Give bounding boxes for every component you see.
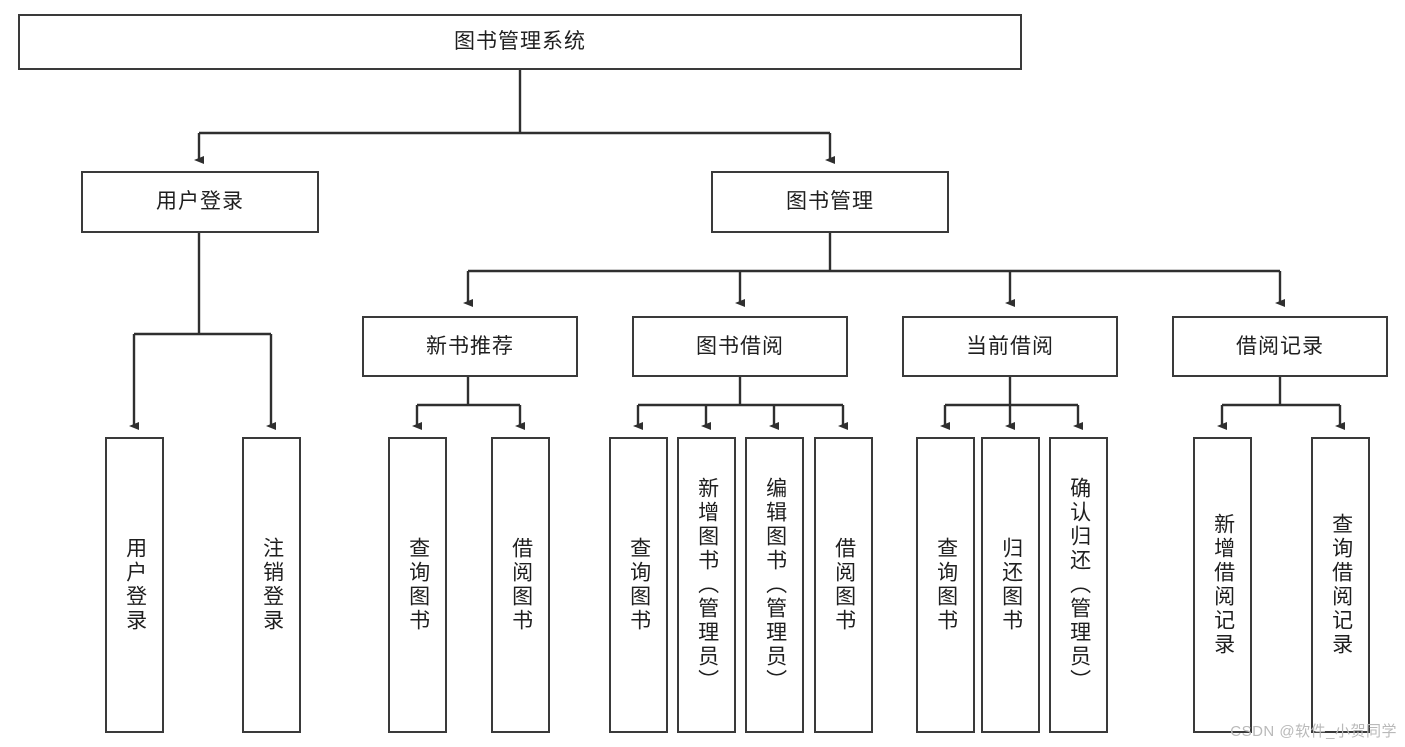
leaf-query-borrow-record-label: 查询借阅记录: [1329, 513, 1353, 657]
leaf-logout-label: 注销登录: [260, 537, 284, 633]
node-new-book-recommend[interactable]: 新书推荐: [362, 316, 578, 377]
node-current-borrow-label: 当前借阅: [966, 334, 1054, 358]
leaf-logout[interactable]: 注销登录: [242, 437, 301, 733]
node-root-label: 图书管理系统: [454, 30, 586, 54]
node-book-management-label: 图书管理: [786, 190, 874, 214]
leaf-add-borrow-record-label: 新增借阅记录: [1211, 513, 1235, 657]
leaf-query-borrow-record[interactable]: 查询借阅记录: [1311, 437, 1370, 733]
node-user-login[interactable]: 用户登录: [81, 171, 319, 233]
node-root[interactable]: 图书管理系统: [18, 14, 1022, 70]
leaf-query-book-recommend-label: 查询图书: [406, 537, 430, 633]
leaf-user-login-label: 用户登录: [123, 537, 147, 633]
node-book-borrow-label: 图书借阅: [696, 334, 784, 358]
leaf-add-book-admin[interactable]: 新增图书（管理员）: [677, 437, 736, 733]
leaf-edit-book-admin[interactable]: 编辑图书（管理员）: [745, 437, 804, 733]
leaf-query-book-recommend[interactable]: 查询图书: [388, 437, 447, 733]
leaf-query-book-borrow-label: 查询图书: [627, 537, 651, 633]
node-current-borrow[interactable]: 当前借阅: [902, 316, 1118, 377]
leaf-query-book-current[interactable]: 查询图书: [916, 437, 975, 733]
leaf-borrow-book[interactable]: 借阅图书: [814, 437, 873, 733]
node-borrow-record-label: 借阅记录: [1236, 334, 1324, 358]
leaf-return-book-label: 归还图书: [999, 537, 1023, 633]
node-borrow-record[interactable]: 借阅记录: [1172, 316, 1388, 377]
leaf-borrow-book-recommend-label: 借阅图书: [509, 537, 533, 633]
leaf-return-book[interactable]: 归还图书: [981, 437, 1040, 733]
watermark-text: CSDN @软件_小贺同学: [1230, 723, 1397, 740]
leaf-confirm-return-admin[interactable]: 确认归还（管理员）: [1049, 437, 1108, 733]
leaf-add-book-admin-label: 新增图书（管理员）: [695, 477, 719, 693]
node-book-borrow[interactable]: 图书借阅: [632, 316, 848, 377]
leaf-edit-book-admin-label: 编辑图书（管理员）: [763, 477, 787, 693]
node-book-management[interactable]: 图书管理: [711, 171, 949, 233]
node-user-login-label: 用户登录: [156, 190, 244, 214]
leaf-query-book-current-label: 查询图书: [934, 537, 958, 633]
leaf-query-book-borrow[interactable]: 查询图书: [609, 437, 668, 733]
leaf-confirm-return-admin-label: 确认归还（管理员）: [1067, 477, 1091, 693]
leaf-user-login[interactable]: 用户登录: [105, 437, 164, 733]
leaf-borrow-book-recommend[interactable]: 借阅图书: [491, 437, 550, 733]
leaf-borrow-book-label: 借阅图书: [832, 537, 856, 633]
node-new-book-recommend-label: 新书推荐: [426, 334, 514, 358]
leaf-add-borrow-record[interactable]: 新增借阅记录: [1193, 437, 1252, 733]
